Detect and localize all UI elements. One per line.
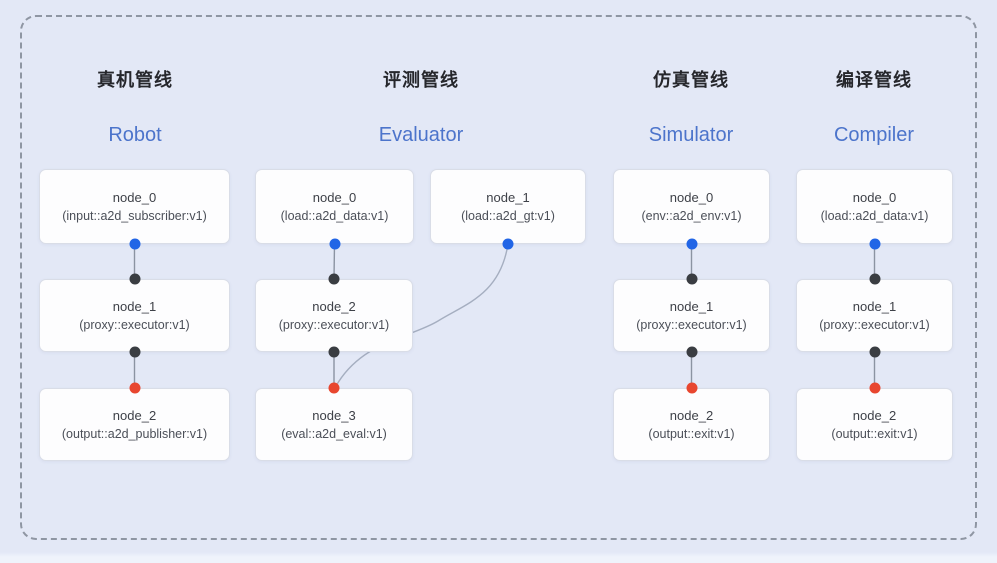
node-name-label: node_0 <box>852 189 897 205</box>
pipeline-compiler-node_0-card: node_0(load::a2d_data:v1) <box>796 169 953 244</box>
node-name-label: node_2 <box>312 298 356 314</box>
edge-line <box>333 243 336 280</box>
node-name-label: node_0 <box>312 189 357 205</box>
node-subtitle-label: (load::a2d_gt:v1) <box>461 208 555 223</box>
pipeline-robot-title-en: Robot <box>108 124 162 146</box>
node-name-label: node_2 <box>669 407 714 423</box>
pipeline-compiler-title-en: Compiler <box>833 124 915 146</box>
pipeline-simulator-title-zh: 仿真管线 <box>653 70 729 90</box>
node-name-label: node_1 <box>669 298 714 314</box>
red-input-port-dot <box>328 382 340 394</box>
pipeline-simulator-title-en: Simulator <box>648 124 734 146</box>
pipeline-simulator-node_2-card: node_2(output::exit:v1) <box>613 388 770 461</box>
pipeline-robot-node_2-card: node_2(output::a2d_publisher:v1) <box>39 388 230 461</box>
black-input-port-dot <box>328 273 340 285</box>
node-subtitle-label: (output::exit:v1) <box>648 426 735 441</box>
node-subtitle-label: (output::a2d_publisher:v1) <box>61 426 208 441</box>
node-subtitle-label: (proxy::executor:v1) <box>636 317 747 332</box>
black-output-port-dot <box>129 346 140 358</box>
blue-output-port-dot <box>502 238 514 250</box>
red-input-port-dot <box>869 382 880 394</box>
red-input-port-dot <box>686 382 697 394</box>
pipeline-evaluator-node_1-card: node_1(load::a2d_gt:v1) <box>430 169 586 244</box>
node-subtitle-label: (input::a2d_subscriber:v1) <box>62 208 207 223</box>
node-name-label: node_1 <box>112 298 157 314</box>
black-input-port-dot <box>686 273 697 285</box>
black-input-port-dot <box>129 273 140 285</box>
edge-curve <box>335 243 509 387</box>
pipeline-evaluator-node_0-card: node_0(load::a2d_data:v1) <box>255 169 414 244</box>
node-subtitle-label: (load::a2d_data:v1) <box>820 208 929 223</box>
pipeline-evaluator-node_2-card: node_2(proxy::executor:v1) <box>255 279 413 352</box>
blue-output-port-dot <box>129 238 140 250</box>
black-output-port-dot <box>686 346 697 358</box>
node-subtitle-label: (proxy::executor:v1) <box>278 317 390 332</box>
pipeline-evaluator-title-en: Evaluator <box>378 124 464 146</box>
node-subtitle-label: (eval::a2d_eval:v1) <box>281 426 387 441</box>
node-subtitle-label: (output::exit:v1) <box>831 426 918 441</box>
pipeline-compiler-node_2-card: node_2(output::exit:v1) <box>796 388 953 461</box>
node-subtitle-label: (proxy::executor:v1) <box>79 317 190 332</box>
node-subtitle-label: (load::a2d_data:v1) <box>280 208 389 223</box>
pipeline-robot-node_1-card: node_1(proxy::executor:v1) <box>39 279 230 352</box>
node-name-label: node_0 <box>112 189 157 205</box>
node-name-label: node_2 <box>112 407 157 423</box>
pipeline-robot-title-zh: 真机管线 <box>97 70 173 90</box>
pipeline-compiler-node_1-card: node_1(proxy::executor:v1) <box>796 279 953 352</box>
blue-output-port-dot <box>869 238 880 250</box>
node-name-label: node_1 <box>486 189 530 205</box>
pipeline-evaluator-title-zh: 评测管线 <box>383 70 459 90</box>
node-name-label: node_3 <box>312 407 356 423</box>
black-output-port-dot <box>869 346 880 358</box>
pipeline-evaluator-node_3-card: node_3(eval::a2d_eval:v1) <box>255 388 413 461</box>
pipeline-robot-node_0-card: node_0(input::a2d_subscriber:v1) <box>39 169 230 244</box>
black-input-port-dot <box>869 273 880 285</box>
blue-output-port-dot <box>686 238 697 250</box>
dashed-frame <box>20 15 977 540</box>
pipeline-simulator-node_1-card: node_1(proxy::executor:v1) <box>613 279 770 352</box>
blue-output-port-dot <box>329 238 340 250</box>
node-name-label: node_0 <box>669 189 714 205</box>
red-input-port-dot <box>129 382 140 394</box>
node-name-label: node_1 <box>852 298 897 314</box>
node-subtitle-label: (proxy::executor:v1) <box>819 317 930 332</box>
pipeline-compiler-title-zh: 编译管线 <box>836 70 912 90</box>
node-subtitle-label: (env::a2d_env:v1) <box>641 208 742 223</box>
node-name-label: node_2 <box>852 407 897 423</box>
pipeline-simulator-node_0-card: node_0(env::a2d_env:v1) <box>613 169 770 244</box>
black-output-port-dot <box>328 346 340 358</box>
